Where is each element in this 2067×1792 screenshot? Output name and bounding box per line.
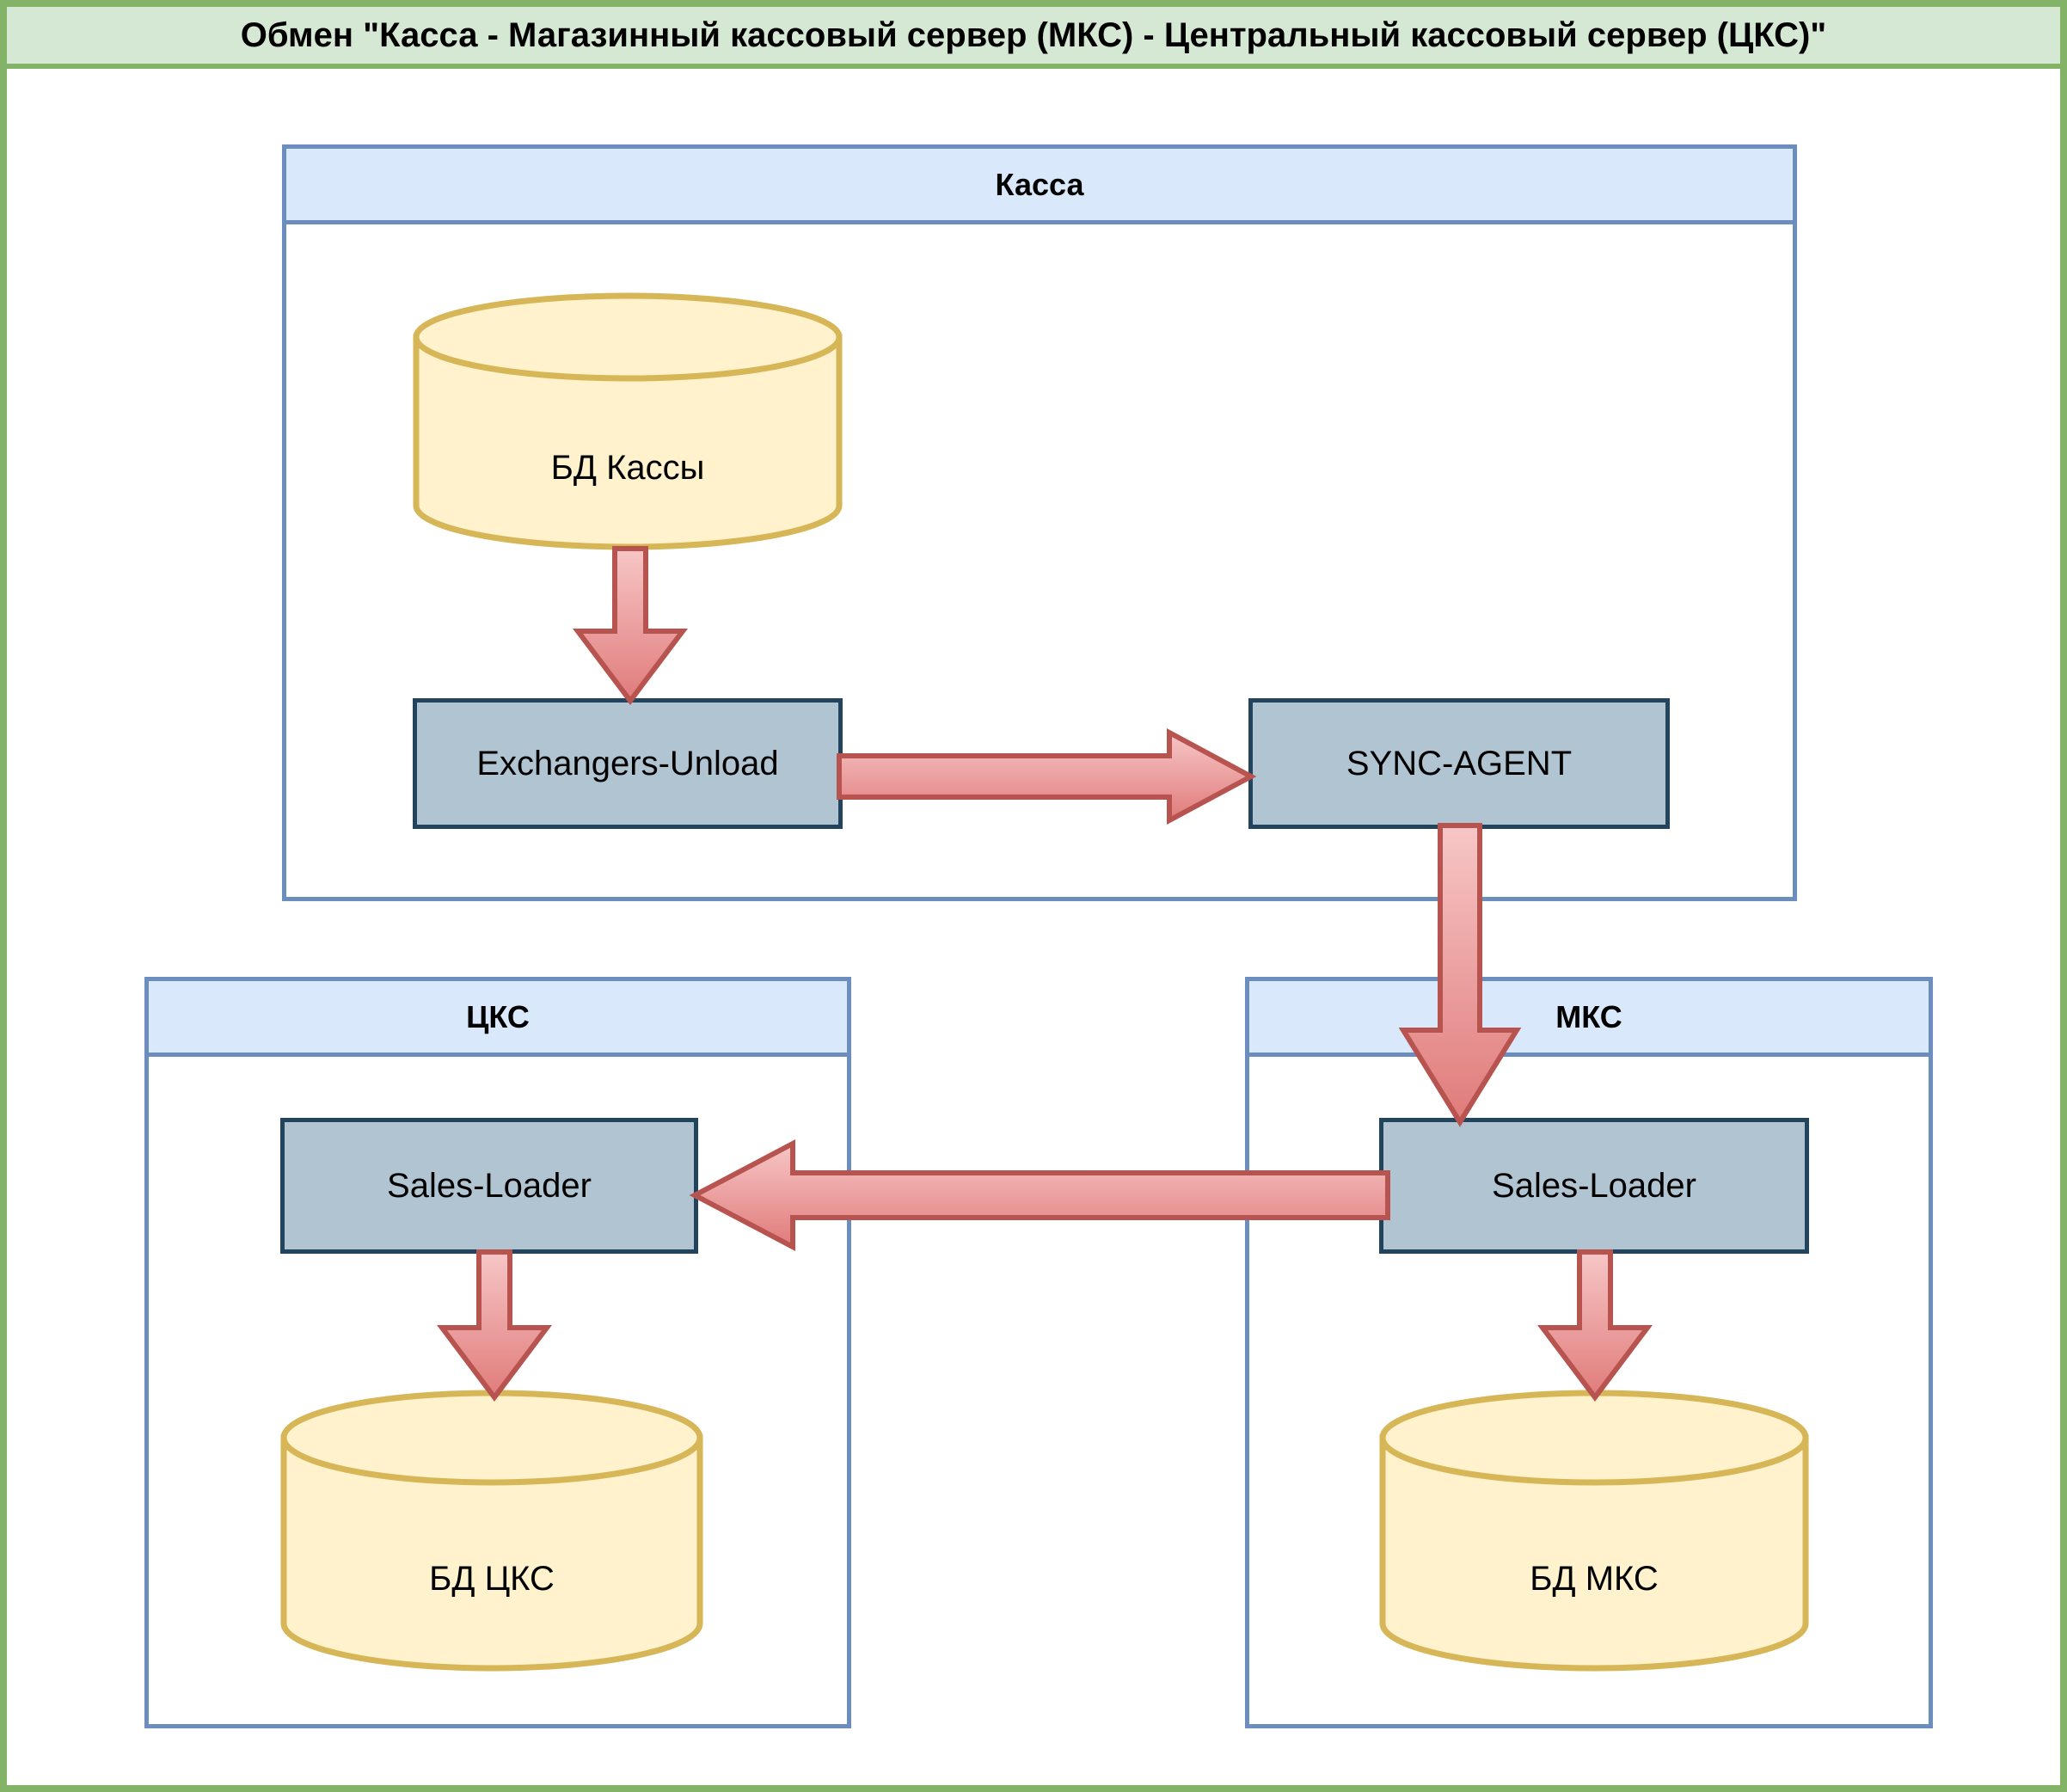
block-arrow-down-icon [1398,823,1522,1127]
arrow-db-kassa-to-exchangers [572,546,689,705]
sales-loader-cks-label: Sales-Loader [387,1166,592,1205]
lane-kassa-title: Касса [995,166,1084,202]
database-db-mks[interactable]: БД МКС [1379,1390,1809,1672]
lane-mks-title: МКС [1555,998,1622,1034]
block-arrow-down-icon [1536,1249,1653,1402]
block-arrow-down-icon [572,546,689,705]
cylinder-shape [413,292,843,550]
sync-agent-label: SYNC-AGENT [1346,744,1573,782]
block-arrow-down-icon [436,1249,553,1402]
process-sync-agent[interactable]: SYNC-AGENT [1248,698,1670,829]
lane-cks-title: ЦКС [466,998,530,1034]
arrow-sales-loader-cks-to-db-cks [436,1249,553,1402]
db-mks-label: БД МКС [1530,1560,1659,1598]
block-arrow-left-icon [689,1139,1390,1251]
cylinder-shape [1379,1390,1809,1672]
block-arrow-right-icon [837,727,1257,825]
arrow-sales-loader-mks-to-sales-loader-cks [689,1139,1390,1252]
diagram-title-banner: Обмен "Касса - Магазинный кассовый серве… [7,7,2060,69]
database-db-kassa[interactable]: БД Кассы [413,292,843,550]
lane-cks-header: ЦКС [149,981,847,1057]
lane-kassa-header: Касса [286,149,1793,224]
page-title: Обмен "Касса - Магазинный кассовый серве… [240,15,1827,54]
database-db-cks[interactable]: БД ЦКС [280,1390,703,1672]
process-sales-loader-cks[interactable]: Sales-Loader [280,1118,698,1254]
process-sales-loader-mks[interactable]: Sales-Loader [1379,1118,1809,1254]
exchangers-unload-label: Exchangers-Unload [476,744,779,782]
arrow-exchangers-to-sync-agent [837,727,1257,825]
arrow-sales-loader-mks-to-db-mks [1536,1249,1653,1402]
sales-loader-mks-label: Sales-Loader [1492,1166,1696,1205]
process-exchangers-unload[interactable]: Exchangers-Unload [413,698,843,829]
db-kassa-label: БД Кассы [550,449,705,487]
db-cks-label: БД ЦКС [429,1560,555,1598]
cylinder-shape [280,1390,703,1672]
lane-mks-header: МКС [1249,981,1929,1057]
arrow-sync-agent-to-sales-loader-mks [1398,823,1522,1127]
